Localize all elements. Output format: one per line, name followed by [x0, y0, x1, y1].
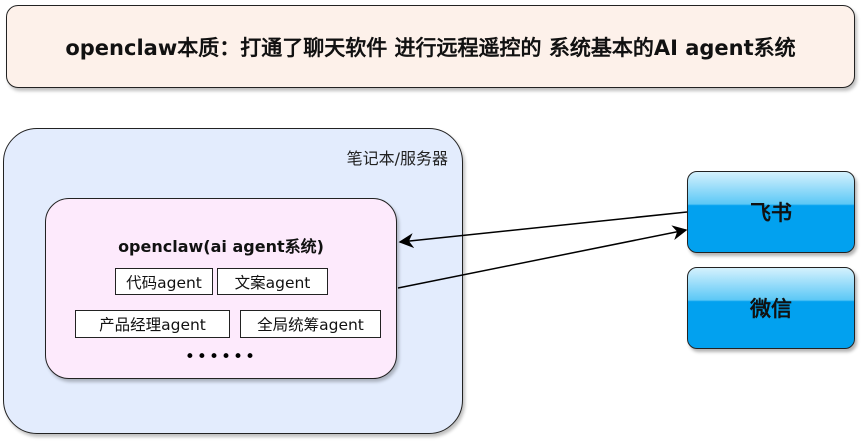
app-weixin: 微信	[687, 267, 855, 349]
agent-coordinator: 全局统筹agent	[240, 310, 381, 338]
arrow-openclaw-to-feishu	[397, 225, 688, 289]
app-feishu: 飞书	[687, 171, 855, 253]
app-weixin-label: 微信	[750, 297, 792, 321]
title-text: openclaw本质：打通了聊天软件 进行远程遥控的 系统基本的AI agent…	[65, 35, 796, 60]
host-label: 笔记本/服务器	[346, 149, 448, 168]
agent-code: 代码agent	[115, 268, 213, 295]
arrow-feishu-to-openclaw	[398, 211, 688, 249]
title-banner: openclaw本质：打通了聊天软件 进行远程遥控的 系统基本的AI agent…	[6, 5, 855, 88]
openclaw-system-box: openclaw(ai agent系统) 代码agent 文案agent 产品经…	[45, 198, 397, 379]
app-feishu-label: 飞书	[750, 201, 792, 225]
agent-copywriting: 文案agent	[217, 268, 328, 295]
more-dots: ••••••	[184, 347, 258, 367]
agent-product-manager: 产品经理agent	[75, 310, 230, 338]
system-title: openclaw(ai agent系统)	[118, 237, 324, 256]
